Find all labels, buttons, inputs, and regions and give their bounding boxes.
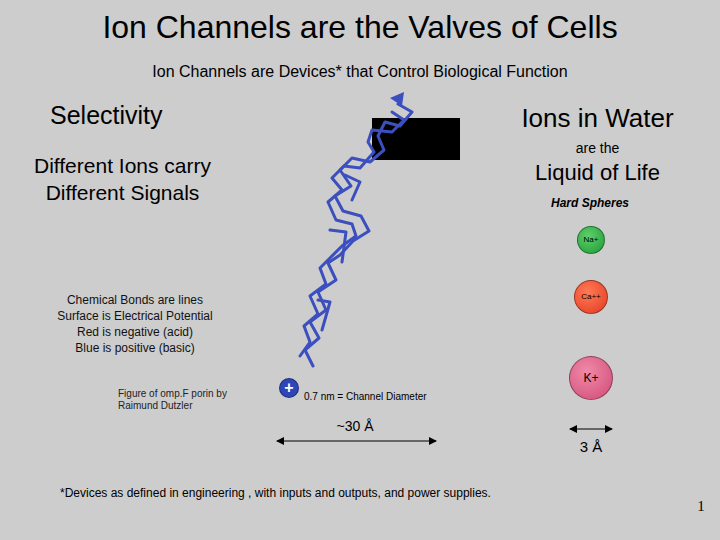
- subtitle: Ion Channels are Devices* that Control B…: [40, 62, 680, 81]
- ion-label: Ca++: [581, 293, 601, 301]
- dimension-label: ~30 Å: [315, 418, 395, 435]
- dimension-label: 3 Å: [556, 438, 626, 456]
- note-line: Chemical Bonds are lines: [20, 293, 250, 307]
- charge-symbol: +: [279, 378, 299, 398]
- ion-label: +: [284, 380, 293, 396]
- dimension-arrow: [570, 428, 612, 429]
- ion-label: K+: [583, 372, 598, 384]
- ion-sphere: K+: [569, 356, 613, 400]
- ion-sphere: Na+: [577, 226, 605, 254]
- note-text: Different Ions carry Different Signals: [25, 152, 220, 207]
- footnote: *Devices as defined in engineering , wit…: [60, 486, 670, 500]
- ion-sphere: Ca++: [574, 280, 608, 314]
- note-text: Hard Spheres: [525, 196, 655, 210]
- note-line: Red is negative (acid): [20, 325, 250, 339]
- section-heading: Ions in Water: [490, 103, 705, 134]
- page-number: 1: [688, 497, 714, 515]
- arrow-tip: [390, 92, 404, 106]
- dimension-arrow: [277, 440, 436, 441]
- ion-label: Na+: [584, 236, 599, 244]
- porin-structure: [300, 104, 412, 366]
- figure-credit: Figure of omp.F porin by Raimund Dutzler: [118, 388, 233, 412]
- section-heading: Liquid of Life: [490, 160, 705, 186]
- note-text: are the: [540, 140, 655, 157]
- section-heading: Selectivity: [50, 100, 220, 130]
- dimension-label: 0.7 nm = Channel Diameter: [304, 391, 504, 403]
- slide-title: Ion Channels are the Valves of Cells: [10, 8, 710, 46]
- note-line: Surface is Electrical Potential: [20, 309, 250, 323]
- note-line: Blue is positive (basic): [20, 341, 250, 355]
